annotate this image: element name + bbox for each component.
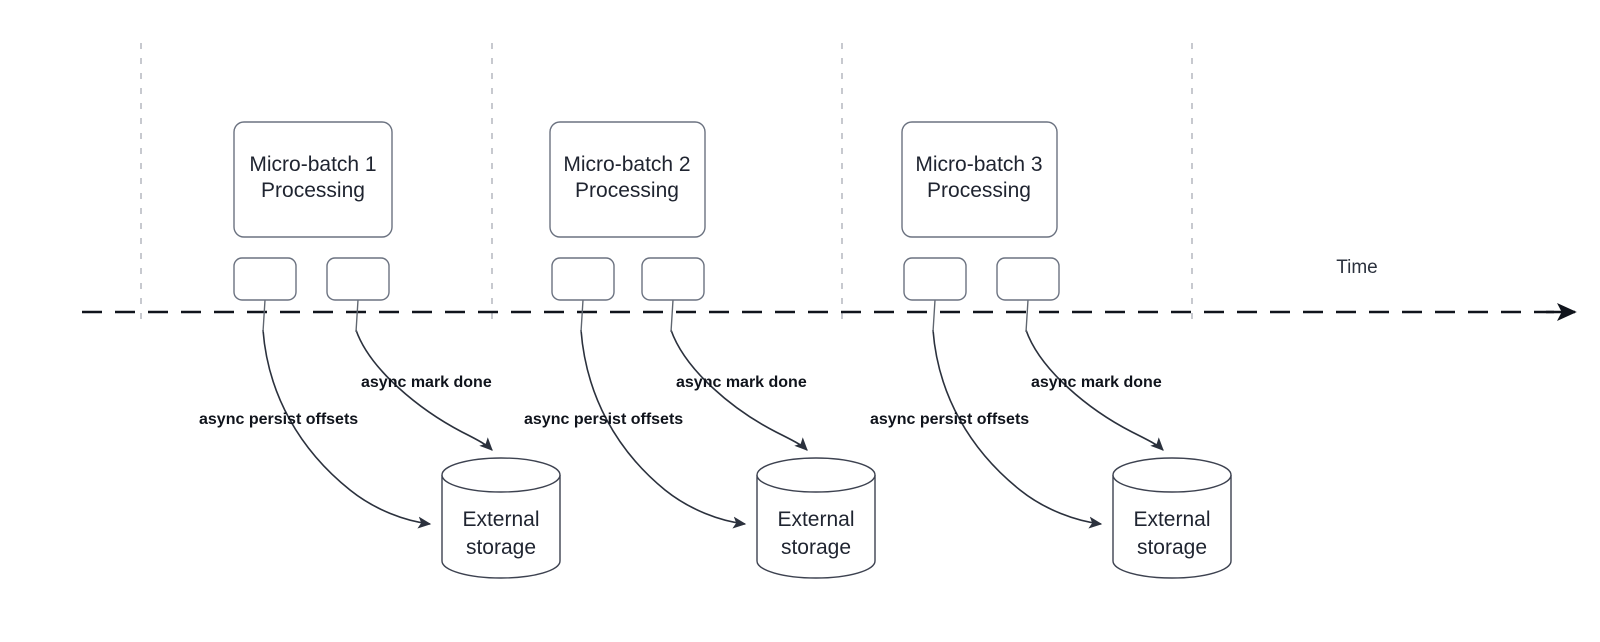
micro-batch-box-2[interactable] <box>549 121 706 238</box>
micro-batch-box-1-line1: Micro-batch 1 <box>249 153 376 176</box>
external-storage-cylinder-top-2 <box>756 457 876 493</box>
task-stub-right-2 <box>670 299 674 333</box>
persist-offsets-arrow-2 <box>580 329 747 529</box>
micro-batch-box-2-line2: Processing <box>575 179 679 202</box>
task-stub-right-1 <box>355 299 359 333</box>
micro-batch-box-3[interactable] <box>901 121 1058 238</box>
mark-done-label-1: async mark done <box>361 374 492 391</box>
group-3: Micro-batch 3 Processing External storag… <box>870 121 1232 579</box>
persist-offsets-label-1: async persist offsets <box>199 411 358 428</box>
mark-done-arrow-2 <box>670 329 808 451</box>
task-box-left-1[interactable] <box>233 257 297 301</box>
micro-batch-box-3-line1: Micro-batch 3 <box>915 153 1042 176</box>
external-storage-label-1-line2: storage <box>466 536 536 559</box>
persist-offsets-label-2: async persist offsets <box>524 411 683 428</box>
group-1: Micro-batch 1 Processing External storag… <box>199 121 561 579</box>
mark-done-label-2: async mark done <box>676 374 807 391</box>
group-2: Micro-batch 2 Processing External storag… <box>524 121 876 579</box>
external-storage-label-3-line1: External <box>1133 508 1210 531</box>
external-storage-cylinder-top-3 <box>1112 457 1232 493</box>
external-storage-label-2-line1: External <box>777 508 854 531</box>
task-box-right-1[interactable] <box>326 257 390 301</box>
external-storage-cylinder-3[interactable] <box>1112 475 1232 579</box>
task-box-right-2[interactable] <box>641 257 705 301</box>
micro-batch-box-3-line2: Processing <box>927 179 1031 202</box>
external-storage-cylinder-top-1 <box>441 457 561 493</box>
external-storage-label-1-line1: External <box>462 508 539 531</box>
task-stub-left-1 <box>262 299 266 333</box>
task-box-right-3[interactable] <box>996 257 1060 301</box>
external-storage-label-2-line2: storage <box>781 536 851 559</box>
external-storage-cylinder-2[interactable] <box>756 475 876 579</box>
mark-done-arrow-3 <box>1025 329 1164 451</box>
time-axis: Time <box>82 257 1577 321</box>
task-stub-right-3 <box>1025 299 1029 333</box>
micro-batch-box-1-line2: Processing <box>261 179 365 202</box>
micro-batch-box-1[interactable] <box>233 121 393 238</box>
mark-done-arrow-1 <box>355 329 493 451</box>
time-axis-label: Time <box>1336 257 1378 278</box>
mark-done-label-3: async mark done <box>1031 374 1162 391</box>
task-box-left-2[interactable] <box>551 257 615 301</box>
persist-offsets-label-3: async persist offsets <box>870 411 1029 428</box>
external-storage-label-3-line2: storage <box>1137 536 1207 559</box>
persist-offsets-arrow-1 <box>262 329 432 529</box>
task-box-left-3[interactable] <box>903 257 967 301</box>
micro-batch-box-2-line1: Micro-batch 2 <box>563 153 690 176</box>
persist-offsets-arrow-3 <box>932 329 1103 529</box>
task-stub-left-2 <box>580 299 584 333</box>
task-stub-left-3 <box>932 299 936 333</box>
divider-lines <box>140 43 1193 320</box>
external-storage-cylinder-1[interactable] <box>441 475 561 579</box>
